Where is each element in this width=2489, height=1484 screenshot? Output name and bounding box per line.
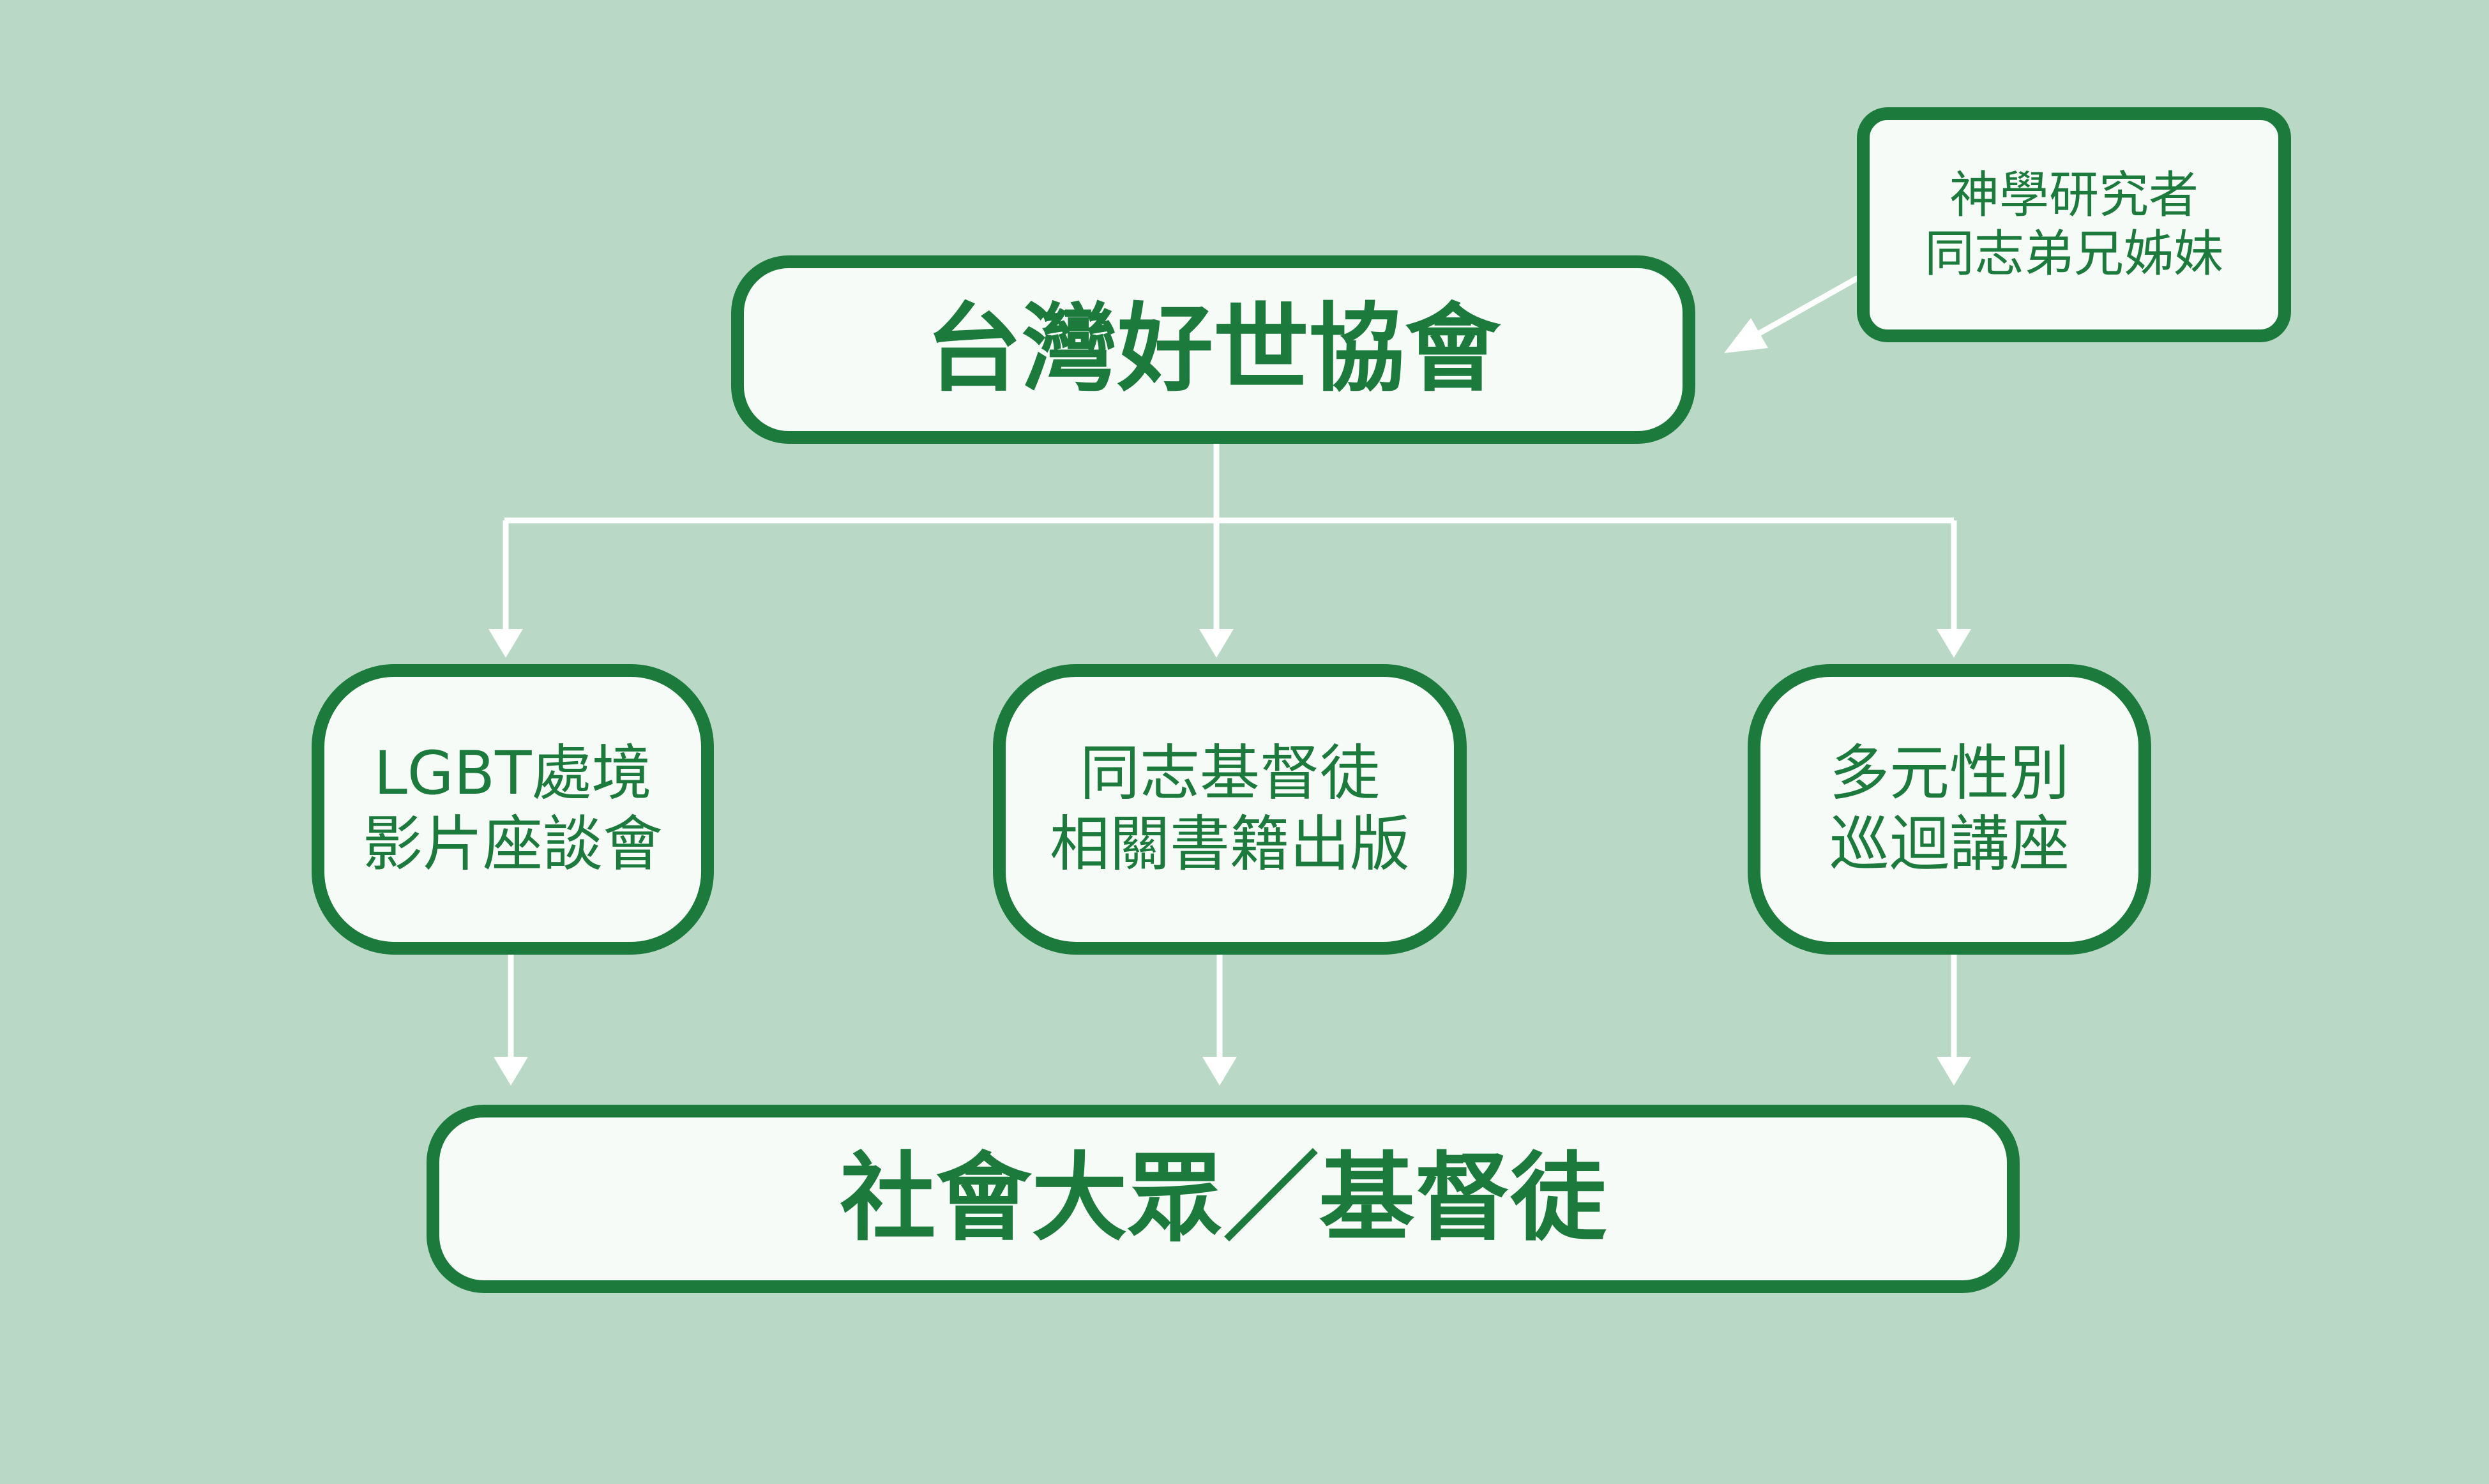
node-label: 社會大眾／基督徒 xyxy=(840,1143,1607,1254)
arrowhead-to-film xyxy=(488,629,523,658)
node-label-line-2: 同志弟兄姊妹 xyxy=(1924,225,2223,283)
arrowhead-books-to-public xyxy=(1202,1057,1237,1086)
arrowhead-to-lectures xyxy=(1937,629,1971,658)
node-general-public-and-christians: 社會大眾／基督徒 xyxy=(427,1105,2020,1293)
arrowhead-lectures-to-public xyxy=(1937,1057,1971,1086)
node-label-line-1: LGBT處境 xyxy=(374,738,652,808)
node-label-line-1: 多元性別 xyxy=(1829,738,2069,808)
node-lgbt-film-forum: LGBT處境 影片座談會 xyxy=(312,664,714,955)
node-label-line-2: 影片座談會 xyxy=(362,809,663,879)
node-label-line-1: 同志基督徒 xyxy=(1079,738,1380,808)
node-theologians-and-lgbt-christians: 神學研究者 同志弟兄姊妹 xyxy=(1857,107,2291,342)
node-label-line-1: 神學研究者 xyxy=(1949,166,2198,224)
node-touring-lectures: 多元性別 巡迴講座 xyxy=(1748,664,2151,955)
node-label: 台灣好世協會 xyxy=(925,294,1501,405)
node-label-line-2: 巡迴講座 xyxy=(1829,809,2069,879)
arrowhead-film-to-public xyxy=(494,1057,528,1086)
node-taiwan-good-world-association: 台灣好世協會 xyxy=(731,255,1695,444)
node-book-publishing: 同志基督徒 相關書籍出版 xyxy=(993,664,1467,955)
connector-source-to-org xyxy=(1756,275,1860,337)
arrowhead-to-books xyxy=(1199,629,1234,658)
node-label-line-2: 相關書籍出版 xyxy=(1049,809,1410,879)
arrowhead-to-org xyxy=(1724,318,1768,353)
